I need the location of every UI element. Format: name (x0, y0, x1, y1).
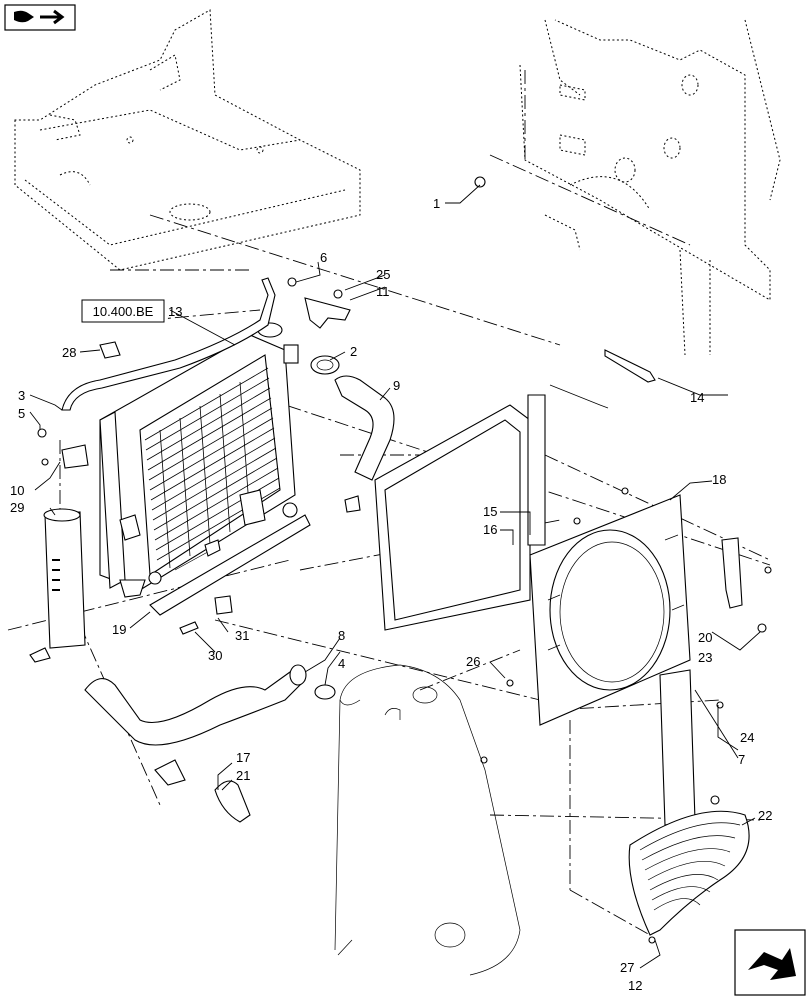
lower-bracket[interactable] (149, 514, 311, 616)
frame-outline (519, 19, 781, 356)
callout-14: 14 (690, 390, 704, 405)
callout-5: 5 (18, 406, 25, 421)
callout-19: 19 (112, 622, 126, 637)
seal-frame[interactable] (374, 394, 546, 631)
shroud-bracket-20[interactable] (721, 537, 772, 633)
reference-box-label: 10.400.BE (93, 304, 154, 319)
callout-4: 4 (338, 656, 345, 671)
chassis-outline (14, 9, 361, 271)
fan-shroud[interactable] (529, 487, 691, 726)
lower-radiator-hose[interactable] (84, 664, 336, 746)
loader-arm (334, 664, 521, 976)
callout-20: 20 (698, 630, 712, 645)
shroud-bracket-7[interactable] (659, 669, 724, 826)
coolant-reservoir[interactable] (29, 508, 86, 663)
callout-22: 22 (758, 808, 772, 823)
leader-lines (29, 184, 761, 969)
hose-clamp-2[interactable] (310, 355, 340, 375)
callout-3: 3 (18, 388, 25, 403)
hose-clip[interactable] (99, 341, 121, 359)
callout-8: 8 (338, 628, 345, 643)
callout-13: 13 (168, 304, 182, 319)
callout-25: 25 (376, 267, 390, 282)
radiator[interactable] (99, 322, 299, 598)
arrow-box-icon[interactable] (734, 929, 806, 996)
callout-18: 18 (712, 472, 726, 487)
callout-31: 31 (235, 628, 249, 643)
callout-26: 26 (466, 654, 480, 669)
callout-29: 29 (10, 500, 24, 515)
callout-24: 24 (740, 730, 754, 745)
callout-6: 6 (320, 250, 327, 265)
fasteners (474, 176, 656, 944)
temp-sensor-cable[interactable] (154, 349, 656, 823)
reservoir-bracket[interactable] (37, 428, 89, 469)
callout-2: 2 (350, 344, 357, 359)
callout-21: 21 (236, 768, 250, 783)
callout-27: 27 (620, 960, 634, 975)
callout-15: 15 (483, 504, 497, 519)
callout-17: 17 (236, 750, 250, 765)
bolt-spacer[interactable] (179, 595, 233, 635)
callout-11: 11 (376, 284, 390, 299)
upper-radiator-hose[interactable] (334, 375, 395, 513)
callout-30: 30 (208, 648, 222, 663)
callout-28: 28 (62, 345, 76, 360)
overflow-hose[interactable] (61, 277, 276, 411)
callout-9: 9 (393, 378, 400, 393)
callout-1: 1 (433, 196, 440, 211)
top-bracket[interactable] (287, 277, 351, 329)
reference-box[interactable]: 10.400.BE (81, 299, 165, 323)
callout-23: 23 (698, 650, 712, 665)
fan-guard[interactable] (628, 810, 750, 936)
callout-16: 16 (483, 522, 497, 537)
callout-12: 12 (628, 978, 642, 993)
callout-7: 7 (738, 752, 745, 767)
flag-arrow-icon[interactable] (4, 4, 76, 31)
callout-labels: 1 2 3 4 5 6 7 8 9 10 11 12 13 14 15 16 1… (10, 196, 772, 993)
callout-10: 10 (10, 483, 24, 498)
